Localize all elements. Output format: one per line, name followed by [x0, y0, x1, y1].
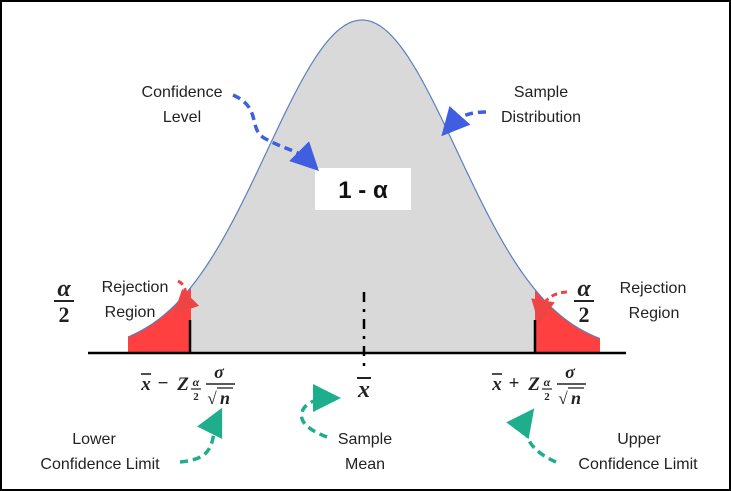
- rejection-region-left-line1: Rejection: [102, 279, 169, 296]
- sample-mean-symbol: x: [357, 377, 371, 403]
- dashed-curved-arrow-icon: [232, 93, 319, 171]
- rejection-region-right-line1: Rejection: [620, 280, 687, 297]
- lower-n: n: [220, 388, 230, 408]
- lower-sqrt: √: [207, 389, 217, 408]
- upper-sub-alpha: α: [544, 375, 551, 389]
- sample-distribution-curve: [127, 19, 601, 340]
- lower-xbar: x: [140, 374, 151, 395]
- upper-limit-label-line1: Upper: [617, 431, 661, 448]
- upper-limit-formula: x + Z α 2 σ √ n: [491, 362, 586, 408]
- upper-plus: +: [509, 373, 520, 394]
- sample-mean-label-line1: Sample: [338, 431, 392, 448]
- right-alpha-denominator: 2: [579, 302, 590, 327]
- confidence-box-label: 1 - α: [338, 177, 388, 204]
- upper-z: Z: [527, 374, 540, 395]
- dashed-curved-arrow-icon: [173, 279, 200, 315]
- lower-limit-formula: x − Z α 2 σ √ n: [140, 362, 235, 408]
- confidence-level-label-line2: Level: [163, 109, 201, 126]
- dashed-curved-arrow-icon: [531, 290, 568, 324]
- sample-distribution-label-line1: Sample: [514, 84, 568, 101]
- confidence-box: [315, 168, 411, 210]
- sample-mean-label-line2: Mean: [345, 456, 385, 473]
- xbar-symbol: x: [357, 377, 370, 403]
- left-alpha-denominator: 2: [59, 302, 70, 327]
- left-rejection-region: [128, 287, 191, 353]
- lower-sigma: σ: [214, 362, 225, 382]
- right-alpha-numerator: α: [577, 276, 591, 302]
- upper-limit-label-line2: Confidence Limit: [578, 456, 698, 473]
- upper-sigma: σ: [565, 362, 576, 382]
- upper-sqrt: √: [558, 389, 568, 408]
- lower-sub-two: 2: [193, 391, 199, 403]
- dashed-curved-arrow-icon: [441, 106, 487, 137]
- rejection-region-left-line2: Region: [105, 304, 156, 321]
- confidence-level-label-line1: Confidence: [142, 84, 223, 101]
- rejection-region-right-line2: Region: [629, 305, 680, 322]
- lower-limit-label-line2: Confidence Limit: [40, 456, 160, 473]
- lower-z: Z: [176, 374, 189, 395]
- dashed-curved-arrow-icon: [506, 408, 557, 464]
- lower-limit-label-line1: Lower: [72, 431, 116, 448]
- left-alpha-numerator: α: [57, 276, 71, 302]
- dashed-curved-arrow-icon: [179, 407, 223, 464]
- upper-sub-two: 2: [544, 391, 550, 403]
- dashed-curved-arrow-icon: [299, 384, 341, 439]
- upper-xbar: x: [491, 374, 502, 395]
- sample-distribution-label-line2: Distribution: [501, 109, 581, 126]
- lower-sub-alpha: α: [193, 375, 200, 389]
- upper-n: n: [571, 388, 581, 408]
- lower-minus: −: [158, 373, 169, 394]
